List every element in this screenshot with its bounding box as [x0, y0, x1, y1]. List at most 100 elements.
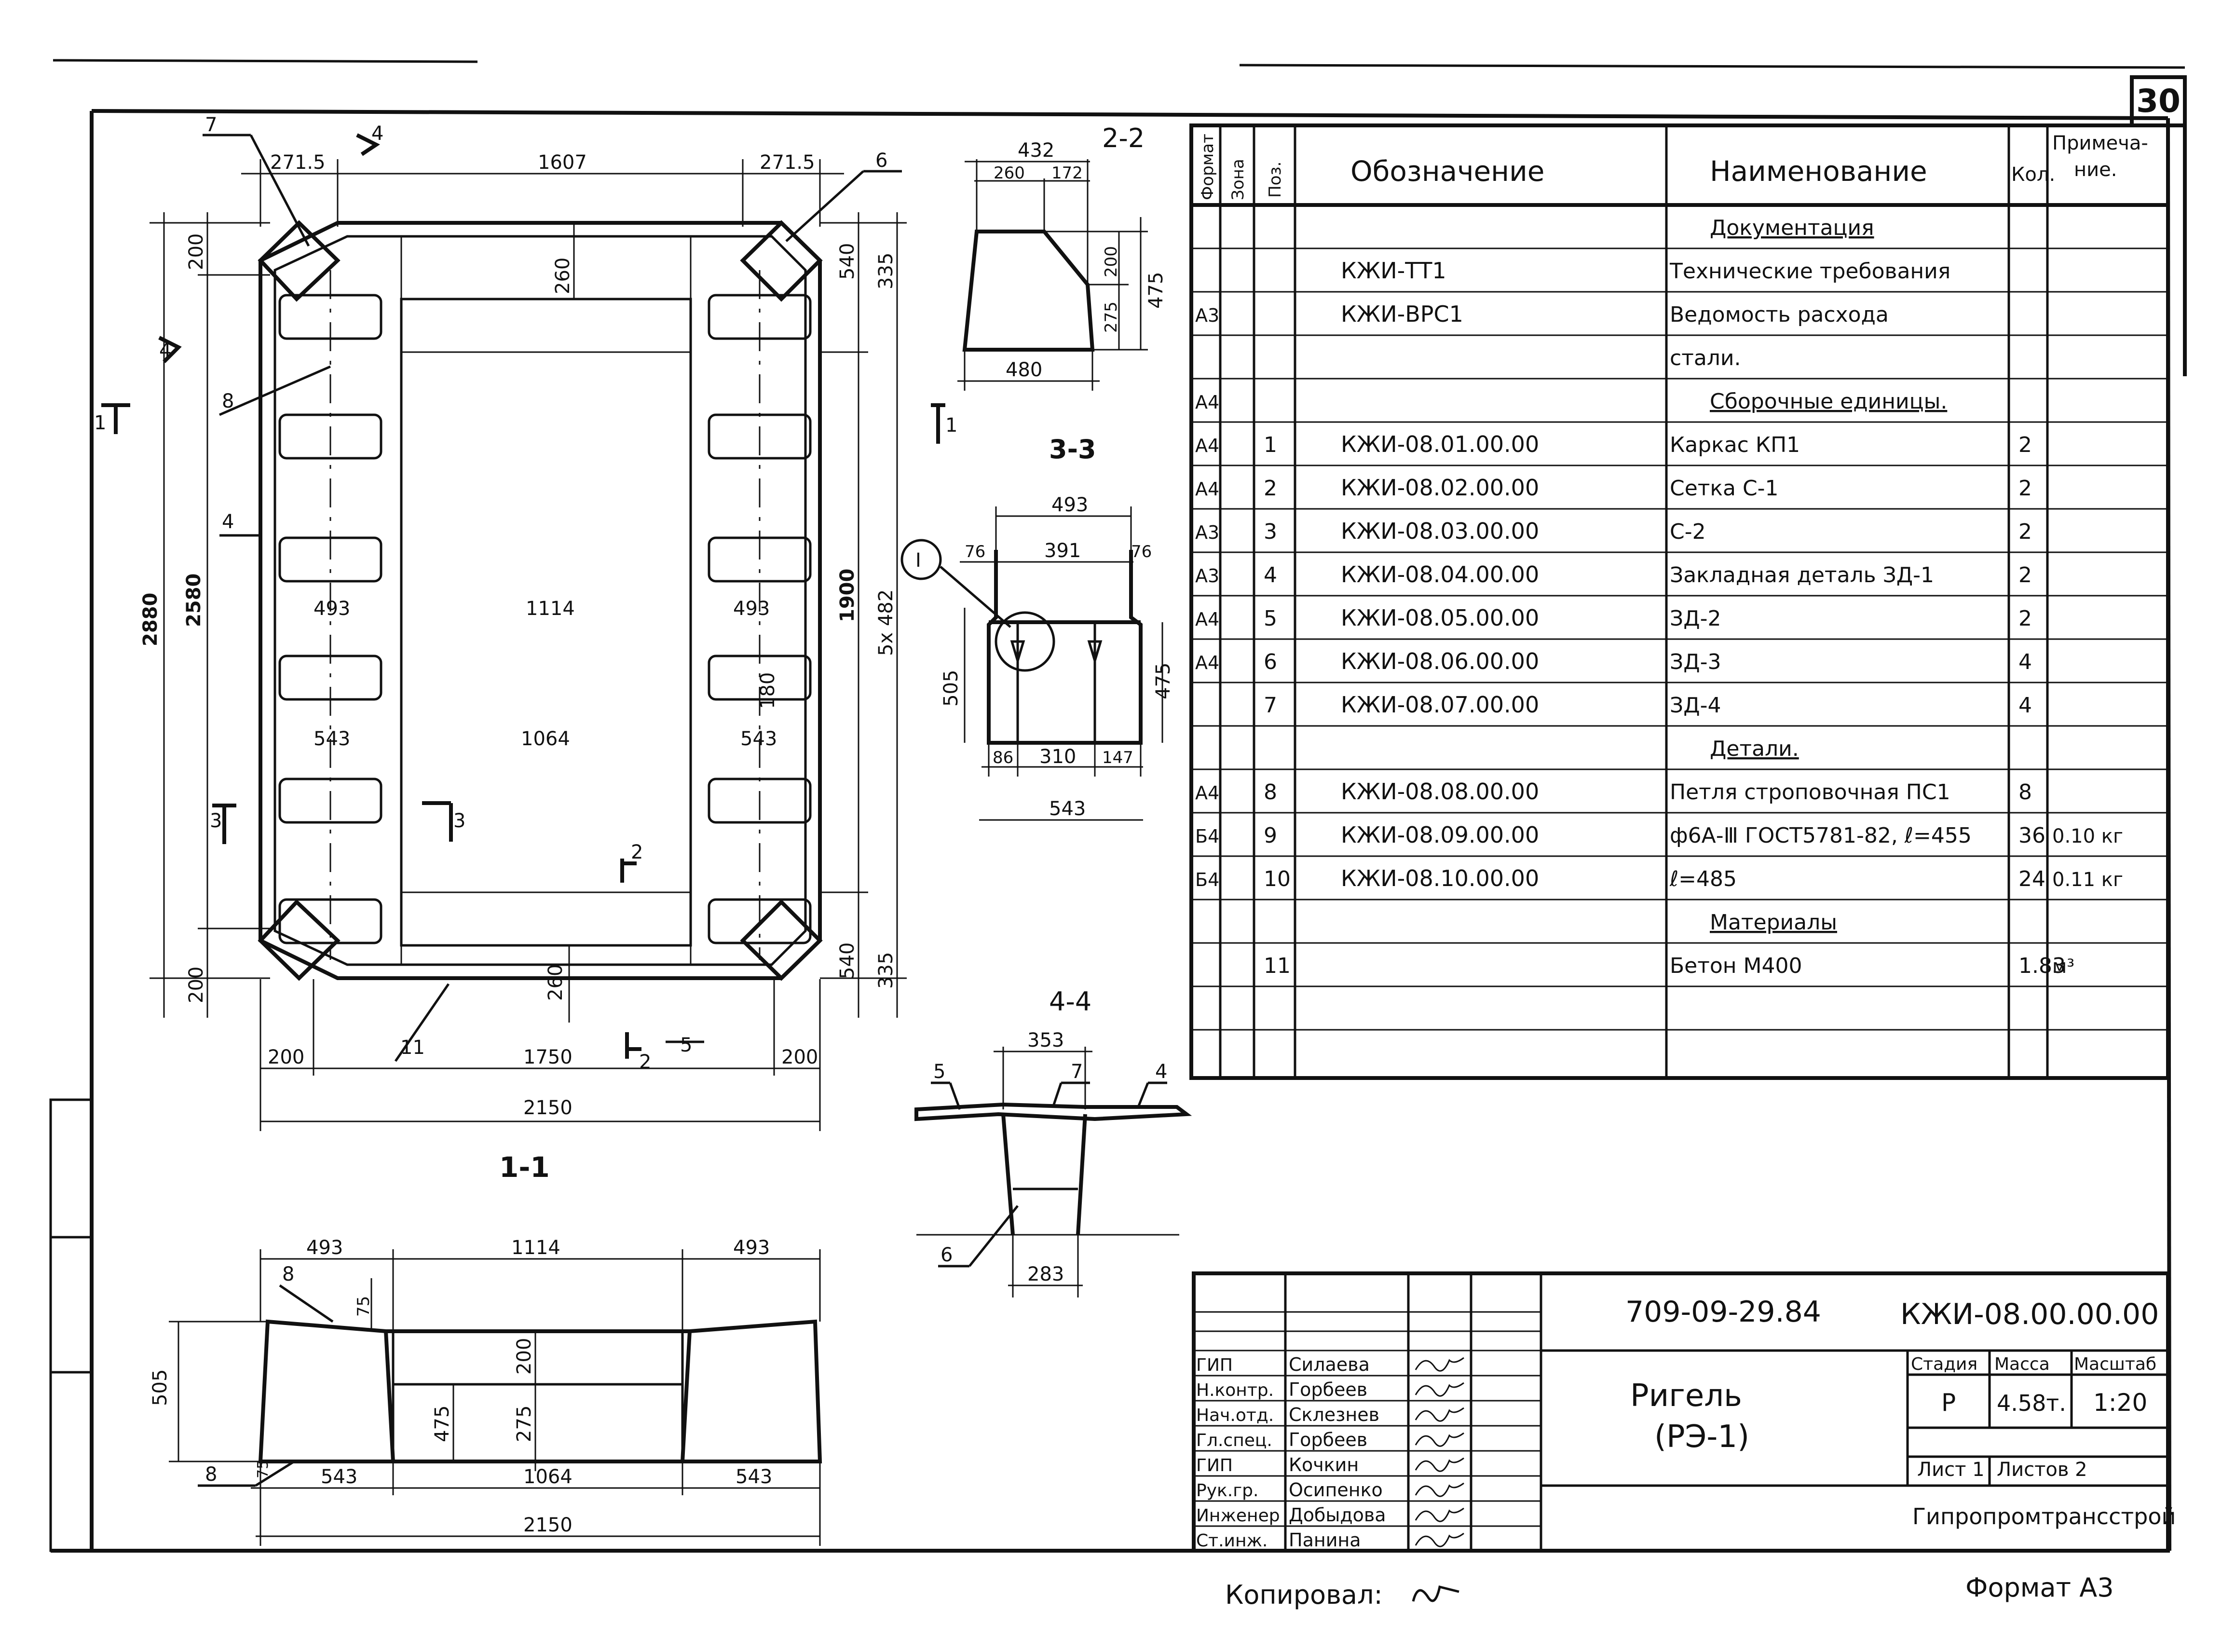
spec-pos-cell: 9 [1264, 823, 1277, 848]
plan-dim: 200 [185, 233, 207, 270]
mass-label: Масса [1994, 1354, 2050, 1374]
spec-code-cell: КЖИ-08.10.00.00 [1341, 865, 1539, 891]
spec-name-cell: Каркас КП1 [1670, 433, 1800, 457]
section-2-2: 2-2 432 260 172 200 475 275 480 [957, 123, 1167, 391]
spec-code-cell: КЖИ-08.02.00.00 [1341, 475, 1539, 501]
plan-dim: 2880 [139, 593, 162, 646]
plan-dim: 260 [545, 964, 567, 1001]
plan-dim: 271.5 [760, 151, 815, 174]
spec-qty-cell: 2 [2018, 606, 2032, 631]
spec-code-cell: КЖИ-08.04.00.00 [1341, 561, 1539, 587]
section-dim: 391 [1044, 540, 1081, 562]
cut-mark: 3 [453, 810, 465, 832]
spec-pos-cell: 8 [1264, 780, 1277, 805]
plan-dim: 493 [314, 598, 350, 620]
plan-dim: 335 [875, 952, 897, 989]
spec-qty-cell: 24 [2018, 867, 2045, 891]
plan-dim: 543 [740, 728, 777, 750]
spec-qty-cell: 36 [2018, 823, 2045, 848]
spec-format-cell: А4 [1195, 652, 1219, 673]
section-dim: 475 [431, 1406, 453, 1442]
spec-name-cell: Технические требования [1669, 259, 1950, 284]
spec-header-qty: Кол. [2011, 164, 2055, 186]
section-dim: 172 [1051, 164, 1083, 183]
spec-name-cell: Закладная деталь ЗД-1 [1670, 563, 1934, 587]
spec-qty-cell: 4 [2018, 650, 2032, 674]
organization: Гипропромтрансстрой [1912, 1503, 2176, 1529]
plan-dim: 260 [552, 258, 574, 294]
section-dim: 475 [1152, 663, 1174, 699]
signature-mark [1415, 1407, 1464, 1422]
spec-code-cell: КЖИ-08.01.00.00 [1341, 431, 1539, 457]
spec-pos-cell: 5 [1264, 606, 1277, 631]
staff-name: Склезнев [1289, 1404, 1379, 1425]
spec-name-cell: Материалы [1710, 910, 1837, 935]
mass-value: 4.58т. [1997, 1390, 2066, 1416]
staff-role: Гл.спец. [1196, 1431, 1272, 1450]
staff-name: Кочкин [1289, 1454, 1359, 1475]
spec-note-cell: 0.11 кг [2052, 869, 2123, 891]
section-dim: 86 [993, 748, 1013, 767]
plan-dim: 5x 482 [875, 589, 897, 656]
spec-format-cell: А4 [1195, 392, 1219, 413]
signature-mark [1415, 1382, 1464, 1397]
staff-name: Горбеев [1289, 1429, 1367, 1450]
plan-dim: 1607 [538, 151, 587, 174]
plan-dim: 180 [757, 672, 779, 709]
position-label: 8 [222, 390, 234, 412]
spec-name-cell: ℓ=485 [1669, 867, 1737, 891]
position-label: 8 [205, 1463, 217, 1486]
plan-dim: 2580 [183, 573, 205, 627]
spec-header-format: Формат [1198, 134, 1217, 200]
position-label: 4 [222, 511, 234, 533]
plan-dim: 540 [836, 243, 859, 280]
plan-dim: 1114 [526, 598, 575, 620]
plan-dim: 200 [781, 1046, 818, 1068]
format-label: Формат А3 [1965, 1572, 2114, 1603]
signature-mark [1415, 1532, 1464, 1547]
spec-name-cell: ЗД-2 [1670, 606, 1721, 631]
spec-pos-cell: 6 [1264, 650, 1277, 674]
section-dim: 543 [736, 1466, 772, 1488]
drawing-subtitle: (РЭ-1) [1654, 1419, 1749, 1455]
section-dim: 283 [1027, 1263, 1064, 1285]
spec-name-cell: ЗД-3 [1670, 650, 1721, 674]
spec-name-cell: Петля строповочная ПС1 [1670, 780, 1950, 805]
section-dim: 75 [255, 1460, 272, 1478]
spec-name-cell: стали. [1670, 346, 1741, 370]
staff-role: Ст.инж. [1196, 1531, 1268, 1551]
section-4-4: 4-4 353 283 5 7 4 6 [914, 986, 1192, 1297]
section-dim: 76 [965, 542, 985, 561]
staff-name: Панина [1289, 1529, 1361, 1551]
copied-label: Копировал: [1225, 1580, 1383, 1610]
spec-qty-cell: 2 [2018, 563, 2032, 587]
spec-header-zone: Зона [1228, 159, 1248, 200]
spec-pos-cell: 7 [1264, 693, 1277, 718]
spec-name-cell: Детали. [1710, 737, 1799, 761]
section-title: 4-4 [1049, 986, 1091, 1017]
staff-name: Горбеев [1289, 1379, 1367, 1400]
spec-qty-cell: 1.83 [2018, 954, 2066, 978]
plan-dim: 2150 [523, 1097, 573, 1119]
project-code: 709-09-29.84 [1625, 1295, 1821, 1329]
scale-value: 1:20 [2093, 1389, 2147, 1417]
section-dim: 147 [1102, 748, 1133, 767]
position-label: 6 [875, 150, 887, 172]
section-dim: 75 [354, 1296, 373, 1317]
sheet-label: Лист 1 [1917, 1459, 1985, 1481]
spec-pos-cell: 1 [1264, 433, 1277, 457]
signature-mark [1415, 1482, 1464, 1497]
spec-pos-cell: 10 [1264, 867, 1291, 891]
spec-name-cell: Сборочные единицы. [1710, 389, 1947, 414]
section-dim: 76 [1131, 542, 1152, 561]
spec-qty-cell: 2 [2018, 433, 2032, 457]
position-label: 5 [933, 1061, 945, 1083]
spec-code-cell: КЖИ-08.07.00.00 [1341, 692, 1539, 718]
doc-code: КЖИ-08.00.00.00 [1900, 1297, 2159, 1331]
spec-header-designation: Обозначение [1350, 155, 1544, 188]
spec-qty-cell: 2 [2018, 519, 2032, 544]
spec-header-note-2: ние. [2074, 159, 2117, 181]
cut-mark: 4 [159, 340, 171, 362]
